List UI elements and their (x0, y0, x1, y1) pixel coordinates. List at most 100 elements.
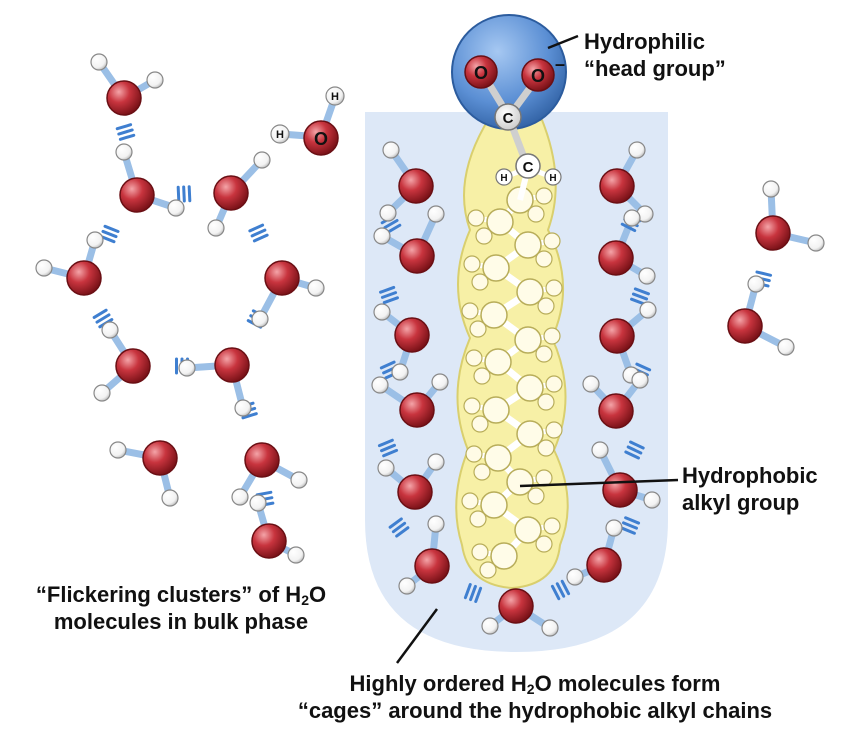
chain-hydrogen (545, 421, 563, 439)
hydrogen-label: H (331, 91, 339, 103)
chain-carbon (490, 542, 518, 570)
negative-charge: – (555, 54, 565, 74)
label-text: “Flickering clusters” of H (35, 582, 302, 607)
oxygen-label: O (531, 66, 545, 86)
hydrogen-bond-dash (101, 229, 118, 239)
hydrogen-bond-dash (115, 123, 133, 131)
oxygen-atom (119, 177, 155, 213)
chain-hydrogen (461, 492, 479, 510)
hydrogen-atom (253, 151, 271, 169)
oxygen-atom (599, 168, 635, 204)
hydrogen-bond-dash (633, 287, 650, 296)
hydrogen-bond-dash (379, 285, 396, 294)
chain-hydrogen (527, 205, 545, 223)
chain-carbon (480, 301, 508, 329)
carboxyl-oxygen-left (464, 55, 498, 89)
hydrogen-atom (591, 441, 609, 459)
hydrogen-atom (86, 231, 104, 249)
hydrogen-atom (631, 371, 649, 389)
chain-hydrogen (535, 535, 553, 553)
hydrogen-bond-dash (555, 582, 566, 598)
hydrogen-bond-dash (241, 412, 258, 420)
hydrogen-bond-dash (95, 313, 111, 324)
hydrogen-atom (541, 619, 559, 637)
chain-hydrogen (465, 349, 483, 367)
hydrogen-bond-dash (631, 292, 649, 301)
hydrogen-atom (762, 180, 780, 198)
chain-hydrogen (461, 302, 479, 320)
hydrogen-atom (566, 568, 584, 586)
hydrogen-atom (167, 199, 185, 217)
oxygen-atom (414, 548, 450, 584)
chain-hydrogen (475, 227, 493, 245)
hydrogen-atom (391, 363, 409, 381)
chain-hydrogen (473, 463, 491, 481)
hydrogen-bond-dash (250, 228, 267, 238)
label-line: “Flickering clusters” of H2O (8, 581, 354, 608)
hydrogen-label: H (276, 129, 284, 141)
oxygen-atom (66, 260, 102, 296)
hydrogen-atom (639, 301, 657, 319)
chain-hydrogen (543, 517, 561, 535)
hydrogen-bond-dash (624, 516, 641, 525)
hydrogen-atom (427, 453, 445, 471)
hydrogen-atom (178, 359, 196, 377)
alkyl-chain-atoms (461, 186, 563, 579)
hydrogen-atom (373, 227, 391, 245)
carbon-label: C (523, 159, 534, 176)
hydrophilic-head-label: Hydrophilic “head group” (584, 28, 726, 82)
hydrogen-bond-dash (386, 223, 402, 234)
subscript: 2 (301, 592, 309, 608)
subscript: 2 (526, 681, 535, 697)
chain-carbon (516, 374, 544, 402)
chain-hydrogen (469, 320, 487, 338)
hydrogen-bond-dash (383, 218, 399, 230)
hydrogen-bond-dash (382, 296, 399, 305)
hydrogen-bond-dash (630, 297, 647, 306)
label-text: O (308, 582, 327, 607)
label-line: Hydrophobic (682, 463, 818, 488)
hydrogen-bond-dash (182, 185, 186, 203)
carboxyl-oxygen-right (521, 58, 555, 92)
chain-carbon (482, 254, 510, 282)
hydrogen-atom (605, 519, 623, 537)
chain-hydrogen (463, 397, 481, 415)
hydrogen-bond-dash (379, 360, 396, 370)
hydrogen-atom (481, 617, 499, 635)
label-line: “cages” around the hydrophobic alkyl cha… (297, 698, 773, 723)
oxygen-label: O (474, 63, 488, 83)
hydrogen-bond-dash (187, 185, 192, 203)
chain-carbon (482, 396, 510, 424)
label-line: molecules in bulk phase (53, 609, 309, 634)
cage-leader (395, 608, 439, 664)
hydrogen-atom (398, 577, 416, 595)
chain-hydrogen (473, 367, 491, 385)
oxygen-atom (264, 260, 300, 296)
label-text: Highly ordered H (349, 671, 527, 696)
chain-carbon (514, 231, 542, 259)
chain-hydrogen (537, 439, 555, 457)
hydrogen-atom (582, 375, 600, 393)
oxygen-atom (598, 240, 634, 276)
hydrogen-atom (373, 303, 391, 321)
hydrogen-bond-dash (550, 584, 561, 601)
oxygen-atom (397, 474, 433, 510)
oxygen-atom (115, 348, 151, 384)
hydrogen-bond-dash (377, 438, 394, 448)
hydrophobic-leader (519, 478, 679, 488)
hydrogen-atom (427, 515, 445, 533)
hydrogen-bond-dash (560, 579, 571, 596)
hydrogen-bond-dash (255, 490, 273, 497)
hydrogen-atom (777, 338, 795, 356)
chain-hydrogen (463, 255, 481, 273)
oxygen-atom (213, 175, 249, 211)
oxygen-atom (244, 442, 280, 478)
chain-hydrogen (479, 561, 497, 579)
chain-carbon (484, 348, 512, 376)
hydrogen-atom (307, 279, 325, 297)
hydrogen-bond-dash (624, 450, 640, 460)
ordered-cages-label: Highly ordered H2O molecules form “cages… (240, 670, 830, 724)
chain-hydrogen (537, 297, 555, 315)
